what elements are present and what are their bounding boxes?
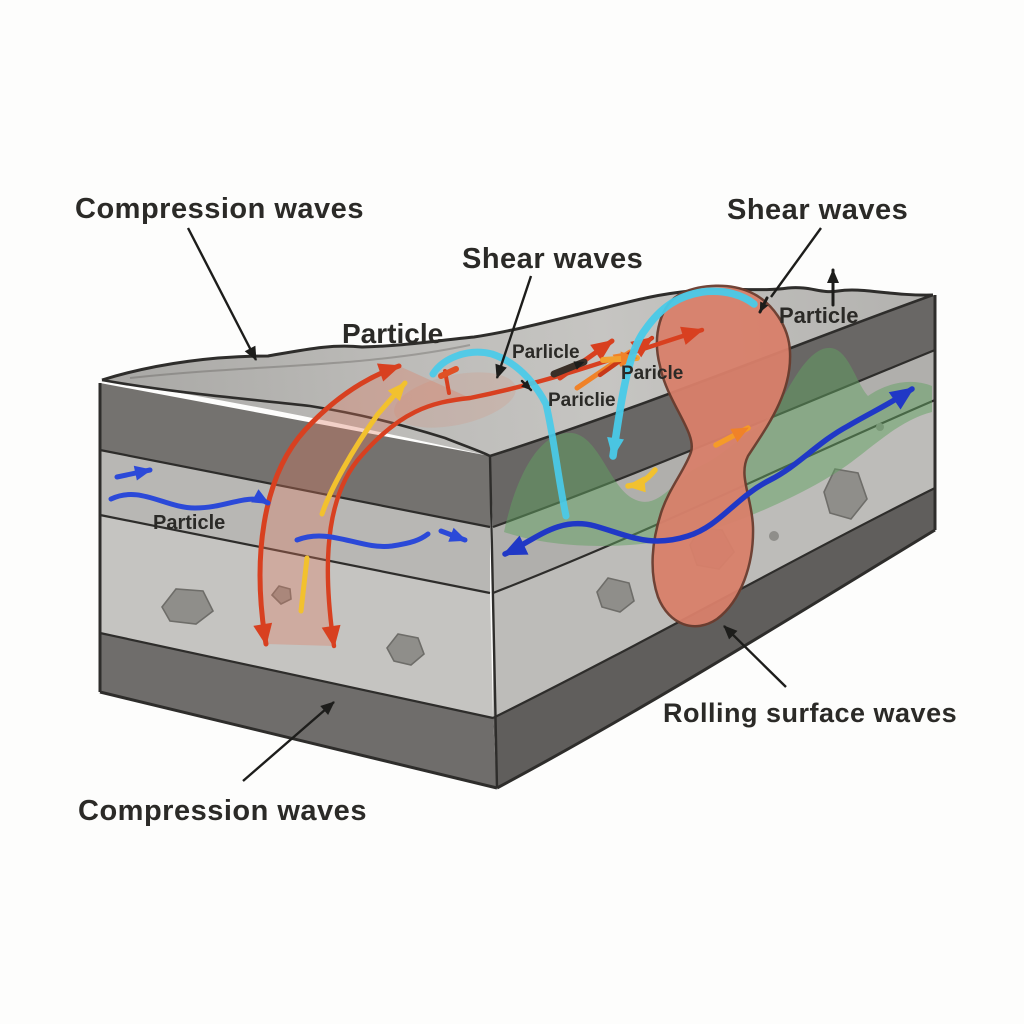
label-shear-waves-right: Shear waves <box>727 194 908 226</box>
right-face-small-arrows <box>625 425 751 493</box>
label-shear-waves-center: Shear waves <box>462 243 643 275</box>
blue-wavy-arrow-1 <box>108 489 271 511</box>
rock <box>161 588 215 625</box>
particle-marker-arrow-top-right <box>758 296 769 314</box>
label-compression-waves-bottom: Compression waves <box>78 795 367 827</box>
label-particle-right: Particle <box>779 303 859 328</box>
label-particle-small-top: Parlicle <box>512 342 580 363</box>
label-particle-left: Particle <box>153 512 225 534</box>
leader-compression-top <box>186 227 258 361</box>
yellow-arrow-down-left <box>625 467 658 493</box>
text-labels: Compression waves Shear waves Shear wave… <box>75 193 957 827</box>
right-bottom-edge <box>496 528 936 790</box>
label-particle-small-mid: Paricle <box>621 363 683 384</box>
front-stratum-4 <box>100 633 497 788</box>
particle-motion-cluster <box>550 335 655 391</box>
cluster-dark-arrow <box>550 358 588 378</box>
leader-shear-center <box>495 275 533 379</box>
red-tick-blob <box>438 366 459 379</box>
particle-blue-arrows <box>108 465 468 549</box>
blue-arrow-short <box>114 465 153 481</box>
label-compression-waves-top: Compression waves <box>75 193 364 225</box>
top-silhouette-edge <box>101 286 934 382</box>
right-stratum-4 <box>493 488 935 788</box>
orange-arrow-right-face <box>713 425 751 448</box>
particle-marker-arrow-small <box>520 379 533 392</box>
leader-lines <box>186 227 822 782</box>
front-bottom-edge <box>99 690 498 790</box>
front-bedding-line-3 <box>99 631 494 720</box>
black-particle-markers <box>520 268 839 392</box>
yellow-wave-arrow <box>319 380 408 517</box>
label-rolling-surface-waves: Rolling surface waves <box>663 698 957 728</box>
label-particle-main: Particle <box>342 318 443 349</box>
leader-shear-right <box>770 227 822 298</box>
pebble <box>769 531 779 541</box>
leader-rolling-surface <box>723 625 787 688</box>
leader-compression-bottom <box>242 701 335 782</box>
navy-surface-wavy-arrow <box>502 386 915 557</box>
label-particle-small-low: Pariclie <box>548 390 616 411</box>
blue-wavy-line-2 <box>294 531 431 549</box>
yellow-dash <box>298 555 310 614</box>
blue-arrow-short-2 <box>438 527 468 543</box>
